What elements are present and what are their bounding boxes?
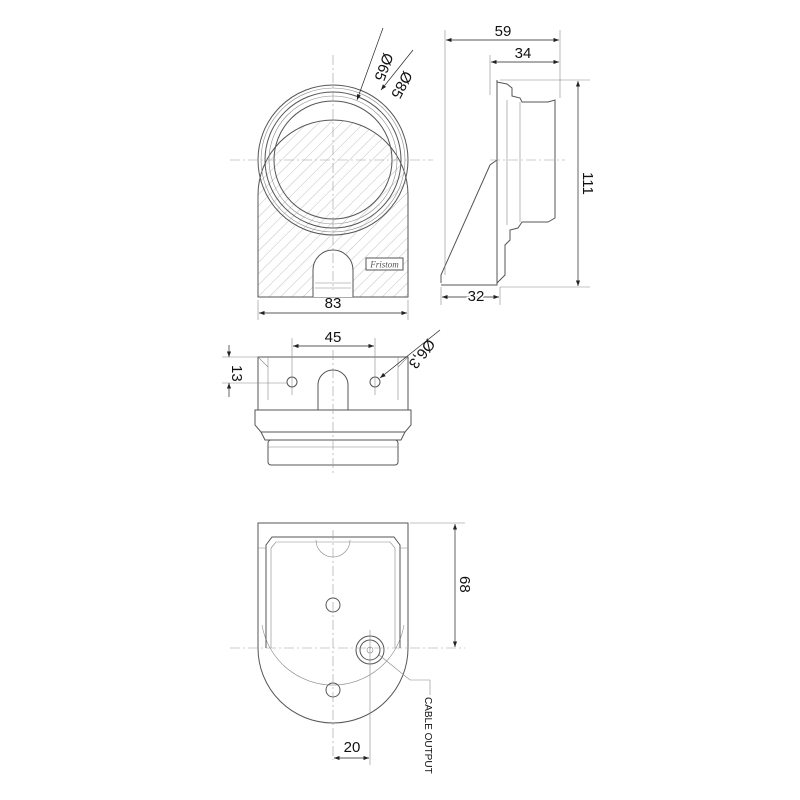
dim-width: 83 [325, 295, 342, 312]
dim-hole-spacing: 45 [325, 329, 342, 346]
dim-hole-dia: Ø6,3 [405, 336, 438, 372]
dim-depth-lamp: 34 [515, 45, 532, 62]
bottom-view: 68 20 CABLE OUTPUT [230, 522, 473, 774]
dim-flange-height: 13 [228, 365, 245, 382]
dim-height: 111 [579, 172, 596, 195]
cable-output-label: CABLE OUTPUT [422, 697, 433, 774]
dim-depth-total: 59 [495, 23, 512, 40]
dim-bottom-height: 68 [456, 576, 473, 593]
brand-logo [365, 257, 404, 271]
dim-cable-offset: 20 [344, 739, 361, 756]
dim-base-depth: 32 [468, 288, 485, 305]
front-view: Fristom Ø65 Ø85 83 [230, 27, 433, 320]
side-view: 59 34 111 32 [440, 23, 596, 307]
dim-dia-inner: Ø65 [371, 51, 397, 83]
dim-dia-outer: Ø85 [387, 68, 415, 101]
logo-text: Fristom [369, 260, 399, 270]
top-view: 45 13 Ø6,3 [222, 329, 441, 475]
